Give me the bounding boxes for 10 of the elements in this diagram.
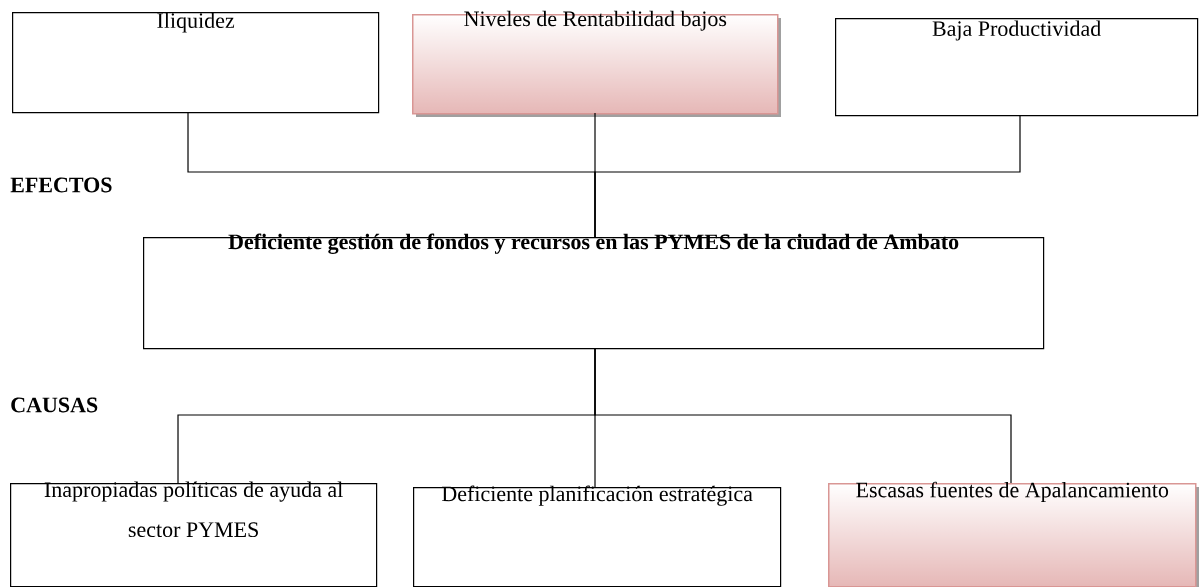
text-box: Deficiente planificación estratégica [413, 485, 782, 587]
text-box: Baja Productividad [835, 18, 1199, 117]
text-box: Niveles de Rentabilidad bajos [412, 10, 779, 115]
section-label: EFECTOS [10, 177, 112, 193]
section-label: CAUSAS [11, 397, 98, 413]
text-box: Iliquidez [12, 12, 380, 114]
connector-line [594, 114, 1021, 238]
connector-line [594, 347, 1012, 484]
text-box: Escasas fuentes de Apalancamiento [828, 481, 1197, 587]
text-box: Inapropiadas políticas de ayuda al sector PYMES [10, 481, 378, 587]
